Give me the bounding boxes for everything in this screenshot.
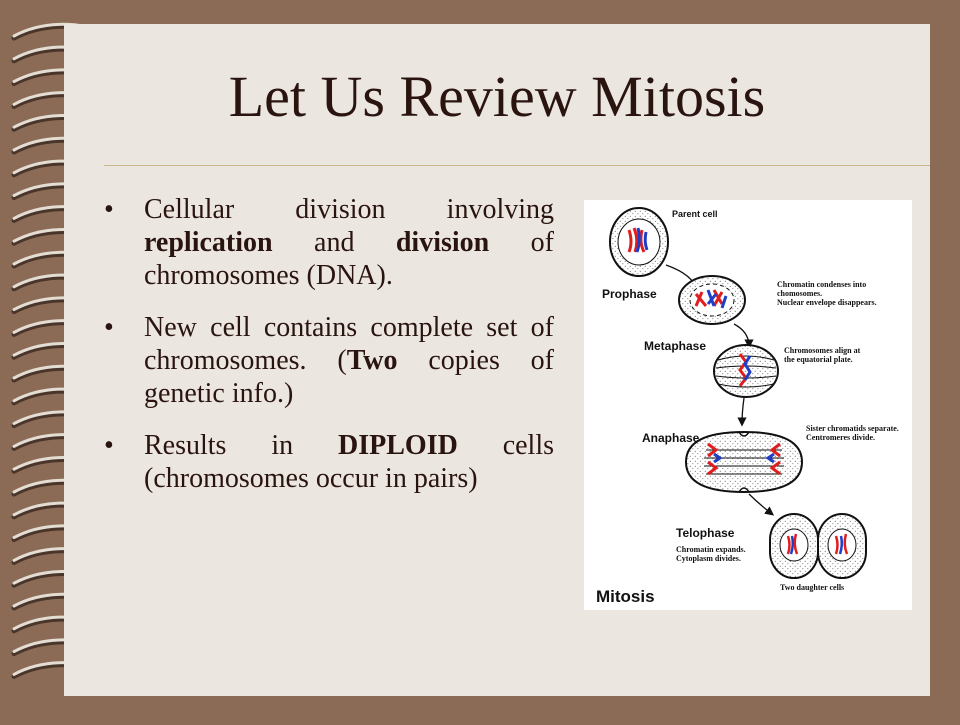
stage-arrow	[733, 323, 754, 349]
stage-label: Telophase	[676, 526, 735, 540]
stage-note: Parent cell	[672, 209, 718, 219]
slide-title: Let Us Review Mitosis	[228, 64, 766, 129]
stage-note: Sister chromatids separate. Centromeres …	[806, 424, 901, 442]
bullet-segment: Cellular division involving	[144, 194, 554, 225]
bullet-dot: •	[104, 430, 114, 461]
bullet-list: • Cellular division involving replicatio…	[104, 193, 554, 514]
parent-cell-illustration	[609, 207, 669, 277]
bullet-dot: •	[104, 194, 114, 225]
bullet-segment: cells (chromosomes occur in pairs)	[144, 430, 555, 494]
prophase-cell-illustration	[678, 275, 746, 325]
telophase-cells-illustration	[769, 513, 867, 579]
bullet-segment-bold: DIPLOID	[338, 430, 458, 461]
bullet-segment: and	[272, 227, 396, 258]
bullet-text: Cellular division involving replication …	[144, 193, 554, 292]
metaphase-cell-illustration	[713, 344, 779, 398]
bullet-text: New cell contains complete set of chromo…	[144, 311, 554, 410]
bullet-dot: •	[104, 312, 114, 343]
bullet-text: Results in DIPLOID cells (chromosomes oc…	[144, 429, 554, 495]
bullet-segment: Results in	[144, 430, 339, 461]
stage-label: Prophase	[602, 287, 657, 301]
bullet-segment: of chromosomes (DNA).	[144, 227, 554, 291]
bullet-item: • New cell contains complete set of chro…	[104, 311, 554, 410]
bullet-segment-bold: replication	[144, 227, 273, 258]
slide-page: Let Us Review Mitosis • Cellular divisio…	[64, 24, 930, 696]
bullet-segment-bold: Two	[346, 345, 398, 376]
stage-note: Chromatin condenses into chomosomes. Nuc…	[777, 280, 877, 307]
bullet-segment: New cell contains complete set of chromo…	[144, 312, 554, 376]
diagram-caption: Mitosis	[596, 587, 655, 606]
mitosis-diagram-svg: Parent cell Prophase Chromatin condenses…	[596, 207, 901, 606]
bullet-item: • Cellular division involving replicatio…	[104, 193, 554, 292]
anaphase-cell-illustration	[684, 430, 804, 494]
stage-label: Anaphase	[642, 431, 700, 445]
title-divider	[104, 165, 930, 166]
mitosis-diagram: Parent cell Prophase Chromatin condenses…	[584, 200, 912, 610]
bullet-item: • Results in DIPLOID cells (chromosomes …	[104, 429, 554, 495]
stage-note: Chromatin expands. Cytoplasm divides.	[676, 545, 748, 563]
bullet-segment: copies of genetic info.)	[144, 345, 555, 409]
stage-arrow	[737, 397, 747, 427]
stage-label: Metaphase	[644, 339, 706, 353]
bullet-segment-bold: division	[395, 227, 490, 258]
stage-arrow	[748, 493, 775, 516]
footer-note: Two daughter cells	[780, 583, 844, 592]
stage-note: Chromosomes align at the equatorial plat…	[784, 346, 862, 364]
